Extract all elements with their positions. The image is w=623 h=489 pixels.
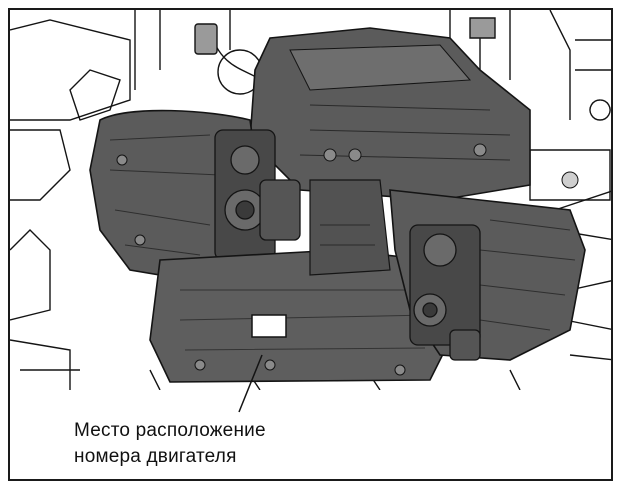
engine-illustration-icon [10, 10, 611, 390]
diagram-frame: Место расположение номера двигателя [8, 8, 613, 481]
engine-number-plate-icon [251, 314, 287, 338]
engine-number-location-caption: Место расположение номера двигателя [74, 418, 266, 470]
caption-line-1: Место расположение [74, 420, 266, 441]
caption-line-2: номера двигателя [74, 446, 237, 467]
